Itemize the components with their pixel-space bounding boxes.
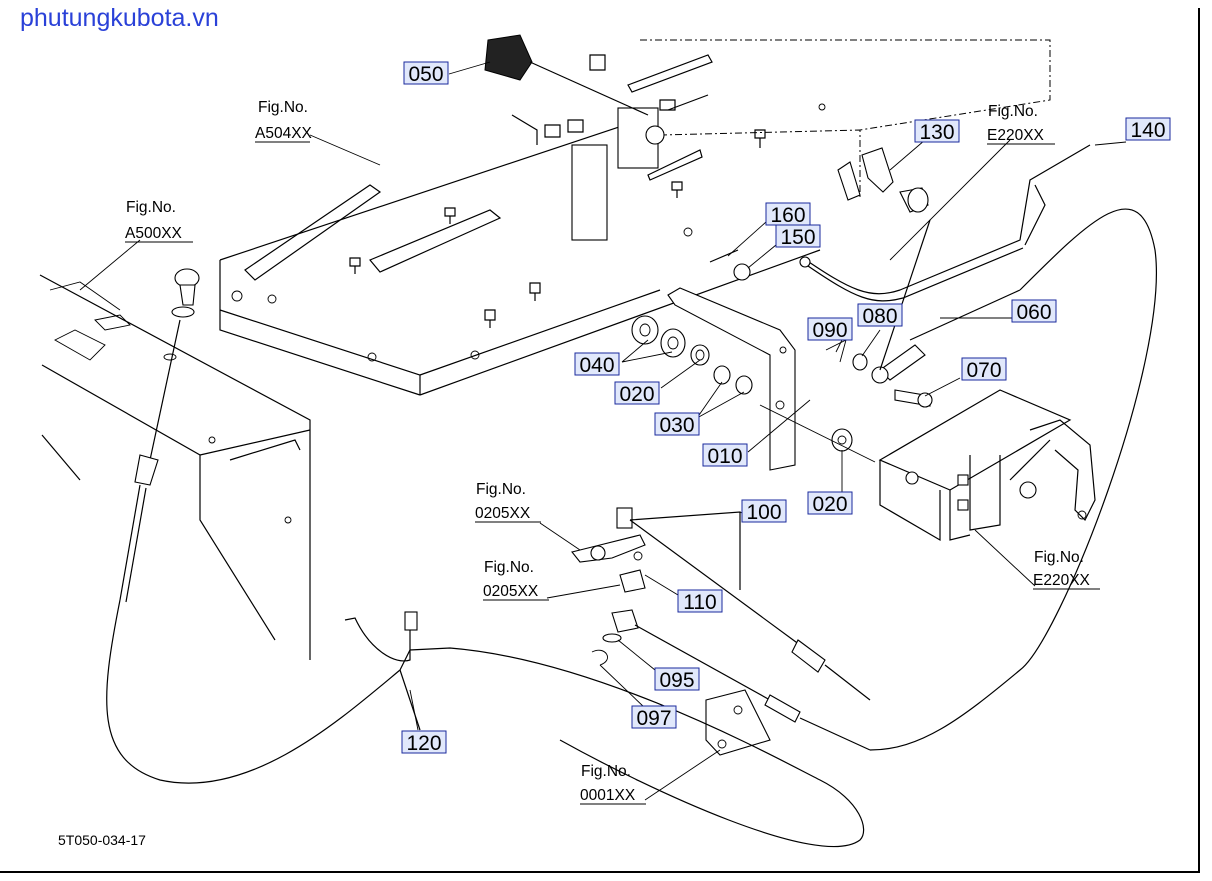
callout-number: 070: [966, 359, 1001, 382]
callout-100: 100: [741, 499, 787, 524]
callout-120: 120: [401, 730, 447, 755]
callout-140: 140: [1125, 117, 1171, 142]
fig-ref-label: Fig.No.: [1034, 549, 1084, 566]
callout-box: [403, 61, 449, 85]
callout-box: [807, 491, 853, 515]
callout-box: [807, 317, 853, 341]
callout-number: 080: [862, 305, 897, 328]
drawing-code: 5T050-034-17: [58, 832, 146, 848]
callout-box: [961, 357, 1007, 381]
callout-box: [914, 119, 960, 143]
fig-ref-label: Fig.No.: [988, 103, 1038, 120]
callout-110: 110: [677, 589, 723, 614]
fig-ref-number: E220XX: [987, 127, 1045, 144]
lever-assembly: [631, 249, 876, 471]
callout-number: 010: [707, 445, 742, 468]
callout-box: [857, 303, 903, 327]
callout-number: 110: [683, 591, 716, 614]
fig-ref-number: A504XX: [255, 125, 313, 142]
fig-ref-0205xx: Fig.No. 0205XX: [475, 481, 541, 523]
callout-040: 040: [574, 352, 620, 377]
callout-number: 020: [812, 493, 847, 516]
callout-number: 100: [746, 501, 781, 524]
callout-box: [401, 730, 447, 754]
cable-060: [825, 208, 1157, 751]
fig-ref-0205xx: Fig.No. 0205XX: [483, 559, 549, 601]
leader-lines: [79, 61, 1127, 801]
fig-ref-a500xx: Fig.No. A500XX: [125, 199, 193, 243]
drawing-frame: [0, 8, 1200, 873]
callout-number: 097: [636, 707, 671, 730]
callout-box: [654, 667, 700, 691]
upper-panel: [219, 39, 1051, 396]
fig-ref-number: 0205XX: [483, 583, 539, 600]
callout-number: 160: [770, 204, 805, 227]
callout-box: [1011, 299, 1057, 323]
callout-080: 080: [857, 303, 903, 328]
callout-097: 097: [631, 705, 677, 730]
callout-number: 120: [406, 732, 441, 755]
callout-number: 095: [659, 669, 694, 692]
callout-010: 010: [702, 443, 748, 468]
clip-130: [837, 147, 929, 213]
callout-number: 090: [812, 319, 847, 342]
callout-020a: 020: [614, 381, 660, 406]
callout-box: [614, 381, 660, 405]
callout-130: 130: [914, 119, 960, 144]
callout-number: 130: [919, 121, 954, 144]
watermark-text: phutungkubota.vn: [20, 4, 219, 32]
knob-050: [484, 34, 649, 116]
callout-160: 160: [765, 202, 811, 227]
callout-box: [654, 412, 700, 436]
fig-ref-label: Fig.No.: [126, 199, 176, 216]
fig-ref-label: Fig.No.: [581, 763, 631, 780]
callout-box: [702, 443, 748, 467]
harness-120: [344, 611, 865, 848]
callout-number: 040: [579, 354, 614, 377]
throttle-knob: [106, 268, 401, 784]
callout-number: 140: [1130, 119, 1165, 142]
callout-060: 060: [1011, 299, 1057, 324]
left-panel: [39, 274, 311, 660]
fig-ref-a504xx: Fig.No. A504XX: [255, 99, 313, 143]
callout-number: 050: [408, 63, 443, 86]
rod-140: [799, 144, 1091, 302]
callout-number: 060: [1016, 301, 1051, 324]
callout-095: 095: [654, 667, 700, 692]
fig-ref-label: Fig.No.: [484, 559, 534, 576]
callout-box: [631, 705, 677, 729]
callout-box: [741, 499, 787, 523]
callout-number: 030: [659, 414, 694, 437]
fig-ref-label: Fig.No.: [476, 481, 526, 498]
callout-030: 030: [654, 412, 700, 437]
callout-box: [775, 224, 821, 248]
callout-number: 150: [780, 226, 815, 249]
callout-box: [1125, 117, 1171, 141]
fig-ref-e220xx: Fig.No. E220XX: [1033, 549, 1100, 590]
callout-020b: 020: [807, 491, 853, 516]
fig-ref-number: 0205XX: [475, 505, 531, 522]
fig-ref-label: Fig.No.: [258, 99, 308, 116]
callout-box: [677, 589, 723, 613]
callout-number: 020: [619, 383, 654, 406]
figure-references: Fig.No.A504XXFig.No.A500XXFig.No.E220XXF…: [125, 99, 1100, 805]
fig-ref-0001xx: Fig.No. 0001XX: [580, 763, 646, 805]
callout-070: 070: [961, 357, 1007, 382]
fig-ref-number: E220XX: [1033, 572, 1091, 589]
right-bracket: [878, 389, 1096, 542]
callout-150: 150: [775, 224, 821, 249]
callout-090: 090: [807, 317, 853, 342]
fig-ref-number: 0001XX: [580, 787, 636, 804]
callout-050: 050: [403, 61, 449, 86]
cable-100: [571, 507, 871, 756]
callout-box: [574, 352, 620, 376]
fig-ref-number: A500XX: [125, 225, 183, 242]
fig-ref-e220xx: Fig.No. E220XX: [987, 103, 1055, 145]
